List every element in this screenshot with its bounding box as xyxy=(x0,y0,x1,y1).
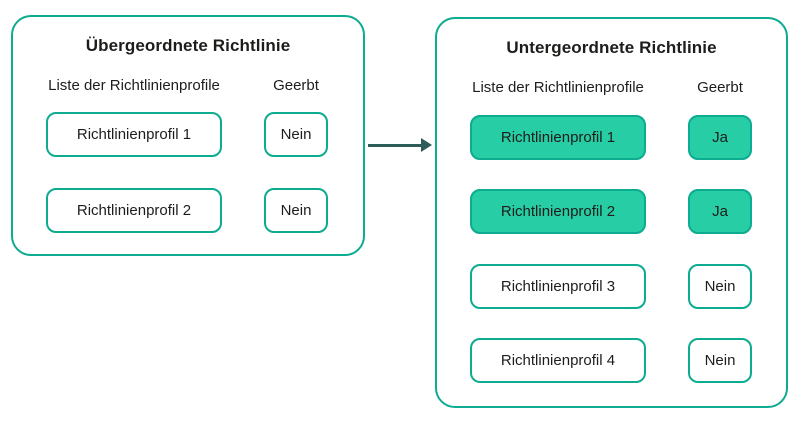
policy-profile-row: Richtlinienprofil 1 Ja xyxy=(437,115,786,160)
profile-box: Richtlinienprofil 3 xyxy=(470,264,646,309)
arrow-line xyxy=(368,143,422,147)
inherited-box: Nein xyxy=(688,338,752,383)
arrow-head xyxy=(421,138,432,152)
policy-profile-row: Richtlinienprofil 2 Nein xyxy=(13,188,363,233)
policy-profile-row: Richtlinienprofil 1 Nein xyxy=(13,112,363,157)
policy-profile-row: Richtlinienprofil 3 Nein xyxy=(437,264,786,309)
profile-box: Richtlinienprofil 1 xyxy=(46,112,222,157)
profile-box: Richtlinienprofil 4 xyxy=(470,338,646,383)
inherited-box: Nein xyxy=(264,188,328,233)
parent-panel-title: Übergeordnete Richtlinie xyxy=(85,36,291,55)
column-header-profiles: Liste der Richtlinienprofile xyxy=(472,79,644,96)
profile-box: Richtlinienprofil 2 xyxy=(46,188,222,233)
child-policy-panel: Untergeordnete Richtlinie Liste der Rich… xyxy=(435,17,788,408)
profile-box: Richtlinienprofil 2 xyxy=(470,189,646,234)
column-header-inherited: Geerbt xyxy=(273,77,319,94)
policy-profile-row: Richtlinienprofil 4 Nein xyxy=(437,338,786,383)
column-header-inherited: Geerbt xyxy=(697,79,743,96)
inherited-box: Nein xyxy=(264,112,328,157)
column-header-profiles: Liste der Richtlinienprofile xyxy=(48,77,220,94)
policy-profile-row: Richtlinienprofil 2 Ja xyxy=(437,189,786,234)
profile-box: Richtlinienprofil 1 xyxy=(470,115,646,160)
arrow-right-icon xyxy=(366,137,432,153)
inherited-box: Ja xyxy=(688,189,752,234)
parent-policy-panel: Übergeordnete Richtlinie Liste der Richt… xyxy=(11,15,365,256)
inherited-box: Nein xyxy=(688,264,752,309)
child-panel-title: Untergeordnete Richtlinie xyxy=(506,38,717,57)
inherited-box: Ja xyxy=(688,115,752,160)
